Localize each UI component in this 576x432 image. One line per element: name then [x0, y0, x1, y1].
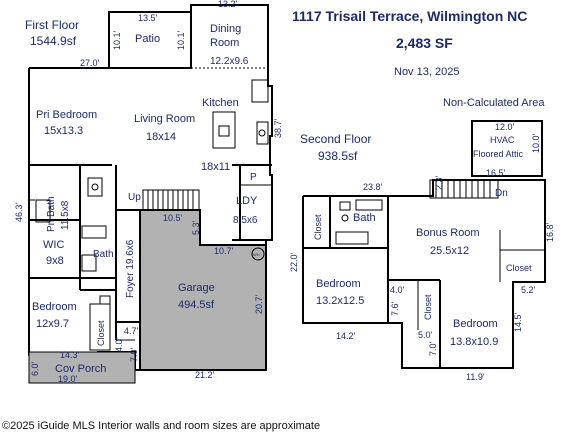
left-height-dim: 22.0': [289, 252, 299, 272]
non-calc-label: Non-Calculated Area: [443, 97, 545, 109]
porch-width-dim: 14.3': [60, 350, 80, 360]
hvac-attic-outline: [471, 120, 543, 177]
bedroom-closet-label: Closet: [96, 320, 106, 346]
total-sf: 2,483 SF: [396, 35, 453, 51]
footer-disclaimer: ©2025 iGuide MLS Interior walls and room…: [2, 420, 320, 432]
ldy-dim: 8.5x6: [233, 215, 258, 226]
living-label: Living Room: [134, 113, 195, 125]
address-title: 1117 Trisail Terrace, Wilmington NC: [292, 8, 527, 24]
pri-bedroom-label: Pri Bedroom: [36, 109, 97, 121]
second-floor-walls: [302, 120, 546, 369]
bedroom-2-height-dim: 14.5': [513, 312, 523, 332]
garage-label: Garage: [178, 282, 215, 294]
bed-dim-3: 7.0': [129, 347, 139, 362]
bed-dim-1: 4.7': [124, 326, 139, 336]
second-floor-area: 938.5sf: [318, 149, 358, 163]
patio-width-dim: 13.5': [138, 13, 158, 23]
kitchen-label: Kitchen: [202, 97, 239, 109]
porch-height-dim: 6.0': [30, 361, 40, 376]
patio-right-dim: 10.1': [176, 30, 186, 50]
pri-bath-label: Pri Bath: [46, 196, 57, 232]
dining-width-dim: 13.2': [218, 0, 238, 9]
gap-1-dim: 4.0': [390, 285, 405, 295]
bedroom-2-width-dim: 11.9': [466, 372, 485, 382]
water-heater-label: WH: [253, 252, 260, 257]
left-side-dim: 46.3': [14, 202, 24, 222]
foyer-label: Foyer 19.6x6: [125, 239, 136, 298]
pri-bath-dim: 11.5x8: [60, 200, 71, 230]
porch-bottom-dim: 19.0': [58, 374, 78, 384]
right-small-dim: 5.2': [521, 285, 536, 295]
bath-2-label: Bath: [353, 212, 376, 224]
bedroom-1-label: Bedroom: [316, 278, 361, 290]
first-floor-stair: [142, 189, 200, 211]
bed-dim-2: 4.0': [114, 337, 124, 352]
right-height-dim: 16.8': [545, 222, 555, 242]
bonus-room-label: Bonus Room: [416, 227, 480, 239]
first-floor-area: 1544.9sf: [30, 34, 77, 48]
hvac-width-dim: 12.0': [495, 122, 515, 132]
second-floor-outline: [302, 179, 546, 369]
first-floor-label: First Floor: [25, 18, 79, 32]
stair-dim: 10.5': [163, 213, 183, 223]
dining-label-2: Room: [210, 37, 239, 49]
bedroom-1-dim: 13.2x12.5: [316, 295, 364, 307]
pantry-label: P: [250, 172, 257, 183]
garage-bottom-dim: 21.2': [195, 370, 215, 380]
garage-area: [139, 209, 267, 371]
hvac-label-2: Floored Attic: [473, 149, 524, 159]
bedroom-label: Bedroom: [32, 301, 77, 313]
pri-bedroom-dim: 15x13.3: [44, 125, 83, 137]
closet-right-label: Closet: [506, 263, 532, 273]
bedroom-2-label: Bedroom: [453, 318, 498, 330]
ldy-label: LDY: [236, 195, 258, 207]
right-side-dim: 38.7': [273, 118, 283, 138]
hvac-label-1: HVAC: [490, 135, 515, 145]
dn-label: Dn: [495, 188, 508, 199]
bedroom-2-dim: 13.8x10.9: [450, 336, 498, 348]
bonus-room-dim: 25.5x12: [430, 245, 469, 257]
up-label: Up: [128, 192, 141, 203]
garage-area-label: 494.5sf: [178, 299, 215, 311]
patio-label: Patio: [135, 33, 160, 45]
gap-4-dim: 7.0': [428, 341, 438, 356]
gap-3-dim: 5.0': [418, 330, 433, 340]
top-width-dim: 23.8': [363, 182, 383, 192]
water-heater-icon: [251, 247, 265, 261]
wic-label: WIC: [43, 239, 64, 251]
wic-dim: 9x8: [46, 255, 64, 267]
garage-step-dim: 5.3': [191, 220, 201, 235]
closet-mid-label: Closet: [423, 294, 433, 320]
closet-left-label: Closet: [313, 214, 323, 240]
bedroom-1-width-dim: 14.2': [336, 331, 356, 341]
dining-dim: 12.2x9.6: [210, 56, 249, 67]
patio-left-dim: 10.1': [112, 30, 122, 50]
gap-2-dim: 7.6': [390, 301, 400, 316]
garage-side-dim: 20.7': [254, 294, 264, 314]
stair-height-dim: 2.3': [434, 175, 444, 190]
second-floor-label: Second Floor: [300, 132, 371, 146]
kitchen-dim: 18x11: [201, 161, 230, 173]
dining-label-1: Dining: [210, 23, 241, 35]
cov-porch-area: [28, 351, 136, 384]
stair-width-dim: 16.5': [486, 168, 506, 178]
living-dim: 18x14: [146, 131, 176, 143]
top-left-dim: 27.0': [80, 58, 100, 68]
cov-porch-label: Cov Porch: [55, 363, 106, 375]
report-date: Nov 13, 2025: [394, 66, 459, 78]
hvac-height-dim: 10.0': [531, 133, 541, 153]
bedroom-dim: 12x9.7: [36, 318, 69, 330]
garage-top-dim: 10.7': [214, 246, 234, 256]
bath-label: Bath: [93, 249, 114, 260]
